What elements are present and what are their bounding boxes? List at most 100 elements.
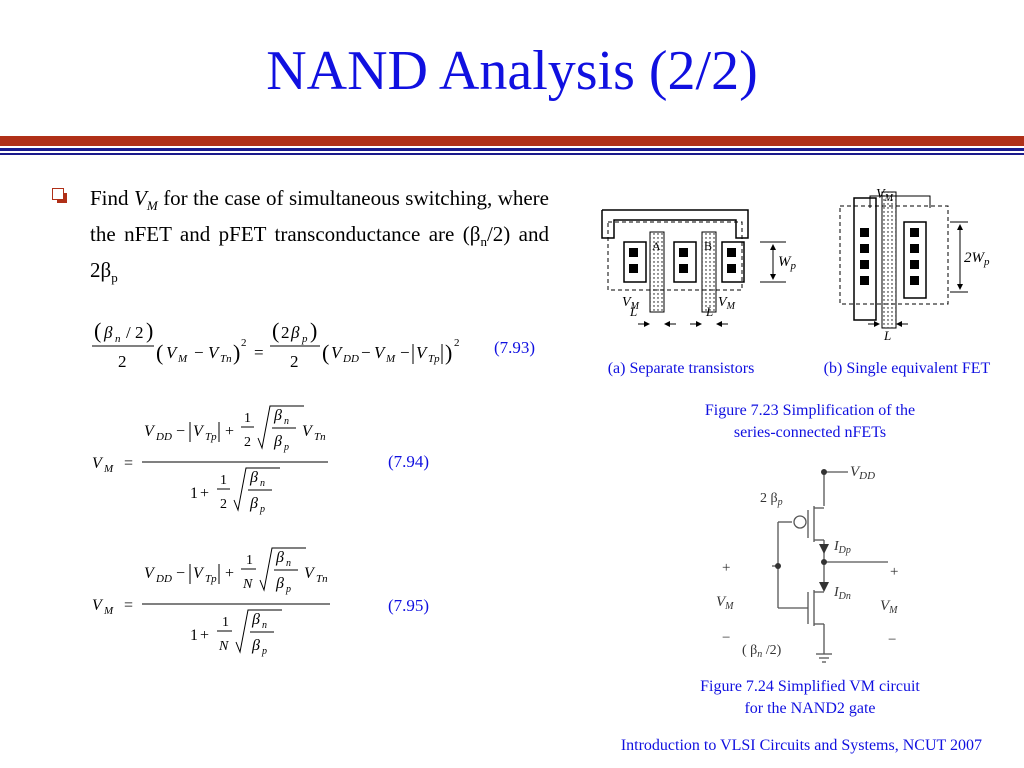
svg-text:Tp: Tp — [205, 431, 217, 443]
svg-text:N: N — [242, 577, 253, 592]
svg-text:DD: DD — [342, 353, 359, 365]
svg-text:β: β — [275, 575, 284, 592]
equation-7-95: V M = V DD − V Tp + 1 N β n β p V Tn 1 +… — [92, 547, 330, 657]
svg-text:1: 1 — [190, 485, 198, 502]
svg-text:1: 1 — [220, 473, 227, 488]
svg-text:−: − — [176, 565, 185, 582]
svg-text:1: 1 — [190, 627, 198, 644]
svg-text:Tp: Tp — [205, 573, 217, 585]
svg-text:V: V — [302, 423, 314, 440]
figure-7-23b-label: (b) Single equivalent FET — [823, 360, 991, 377]
equation-7-93: ( β n / 2 ) 2 ( V M − V Tn ) 2 = ( 2 β p… — [92, 318, 460, 371]
svg-text:V: V — [193, 423, 205, 440]
beta-symbol: β — [469, 222, 481, 247]
svg-text:1: 1 — [244, 411, 251, 426]
svg-text:n: n — [260, 478, 265, 489]
length-label-b: L — [883, 328, 891, 342]
svg-text:): ) — [310, 318, 317, 343]
svg-text:1: 1 — [246, 553, 253, 568]
bullet-body: for the case of simultaneous switching, … — [90, 186, 549, 247]
svg-text:DD: DD — [155, 431, 172, 443]
title-rule-bottom — [0, 153, 1024, 155]
svg-text:p: p — [261, 646, 267, 657]
svg-text:2: 2 — [244, 435, 251, 450]
beta-symbol-2: β — [100, 258, 112, 283]
twowp-label: 2Wp — [964, 250, 990, 268]
bullet-mid: /2) and 2 — [90, 222, 549, 283]
svg-text:M: M — [385, 353, 396, 365]
svg-text:p: p — [301, 333, 308, 345]
equation-7-94: V M = V DD − V Tp + 1 2 β n β p V Tn 1 +… — [92, 405, 328, 515]
svg-text:β: β — [249, 495, 258, 512]
svg-text:β: β — [273, 407, 282, 424]
svg-text:β: β — [251, 611, 260, 628]
equation-7-94-number: (7.94) — [388, 452, 430, 471]
svg-text:=: = — [124, 597, 133, 614]
svg-text:M: M — [103, 605, 114, 617]
svg-text:(: ( — [156, 340, 163, 365]
svg-text:V: V — [144, 423, 156, 440]
svg-text:2: 2 — [281, 323, 290, 342]
figure-7-23a-label: (a) Separate transistors — [607, 360, 755, 377]
beta-p-sub: p — [111, 270, 118, 286]
svg-text:V: V — [331, 343, 344, 362]
bullet-text: Find VM for the case of simultaneous swi… — [90, 184, 549, 293]
svg-text:=: = — [254, 343, 264, 362]
svg-text:V: V — [144, 565, 156, 582]
svg-text:Tn: Tn — [316, 573, 328, 585]
svg-text:V: V — [193, 565, 205, 582]
svg-text:Tp: Tp — [428, 353, 440, 365]
svg-text:DD: DD — [155, 573, 172, 585]
beta-n-label: ( βn /2) — [742, 643, 782, 660]
gate-a-label: A — [652, 239, 661, 253]
svg-text:n: n — [262, 620, 267, 631]
figure-7-24-caption: Figure 7.24 Simplified VM circuit for th… — [700, 678, 920, 717]
beta-n-sub: n — [480, 234, 487, 250]
svg-text:+: + — [200, 627, 209, 644]
svg-text:V: V — [92, 455, 104, 472]
svg-text:−: − — [400, 343, 410, 362]
vm-output-label: VM — [880, 598, 898, 616]
svg-text:N: N — [218, 639, 229, 654]
svg-text:): ) — [233, 340, 240, 365]
svg-text:V: V — [92, 597, 104, 614]
svg-text:V: V — [374, 343, 387, 362]
svg-text:M: M — [103, 463, 114, 475]
svg-text:V: V — [304, 565, 316, 582]
svg-text:β: β — [275, 549, 284, 566]
figure-7-24-vm-circuit: VDD 2 βp IDp IDn + + VM VM − − ( βn /2) — [716, 464, 898, 663]
svg-text:−: − — [194, 343, 204, 362]
title-rule-top — [0, 136, 1024, 146]
output-minus: − — [888, 632, 896, 648]
svg-text:V: V — [166, 343, 179, 362]
vm-input-label: VM — [716, 594, 734, 612]
svg-text:2: 2 — [118, 352, 127, 371]
svg-text:p: p — [259, 504, 265, 515]
vm-label-a-right: VM — [718, 295, 736, 312]
svg-text:β: β — [249, 469, 258, 486]
svg-text:=: = — [124, 455, 133, 472]
gate-b-label: B — [704, 239, 712, 253]
svg-text:+: + — [225, 423, 234, 440]
bullet-find: Find — [90, 186, 129, 210]
figure-7-23a-separate-transistors: A B Wp VM VM L L — [601, 209, 797, 327]
svg-text:β: β — [251, 637, 260, 654]
svg-text:Tn: Tn — [220, 353, 232, 365]
svg-text:+: + — [225, 565, 234, 582]
svg-text:M: M — [177, 353, 188, 365]
svg-text:Tn: Tn — [314, 431, 326, 443]
svg-text:2: 2 — [454, 337, 460, 349]
svg-text:(: ( — [94, 318, 101, 343]
vm-label-a-left: VM — [622, 295, 640, 312]
vdd-label: VDD — [850, 464, 875, 482]
input-plus: + — [722, 560, 730, 576]
svg-text:−: − — [176, 423, 185, 440]
svg-text:1: 1 — [222, 615, 229, 630]
svg-text:−: − — [361, 343, 371, 362]
idp-label: IDp — [833, 539, 851, 556]
figure-7-23-caption: Figure 7.23 Simplification of the series… — [704, 402, 916, 441]
idn-label: IDn — [833, 585, 851, 602]
equation-7-95-number: (7.95) — [388, 596, 430, 615]
output-plus: + — [890, 564, 898, 580]
svg-text:2: 2 — [241, 337, 247, 349]
